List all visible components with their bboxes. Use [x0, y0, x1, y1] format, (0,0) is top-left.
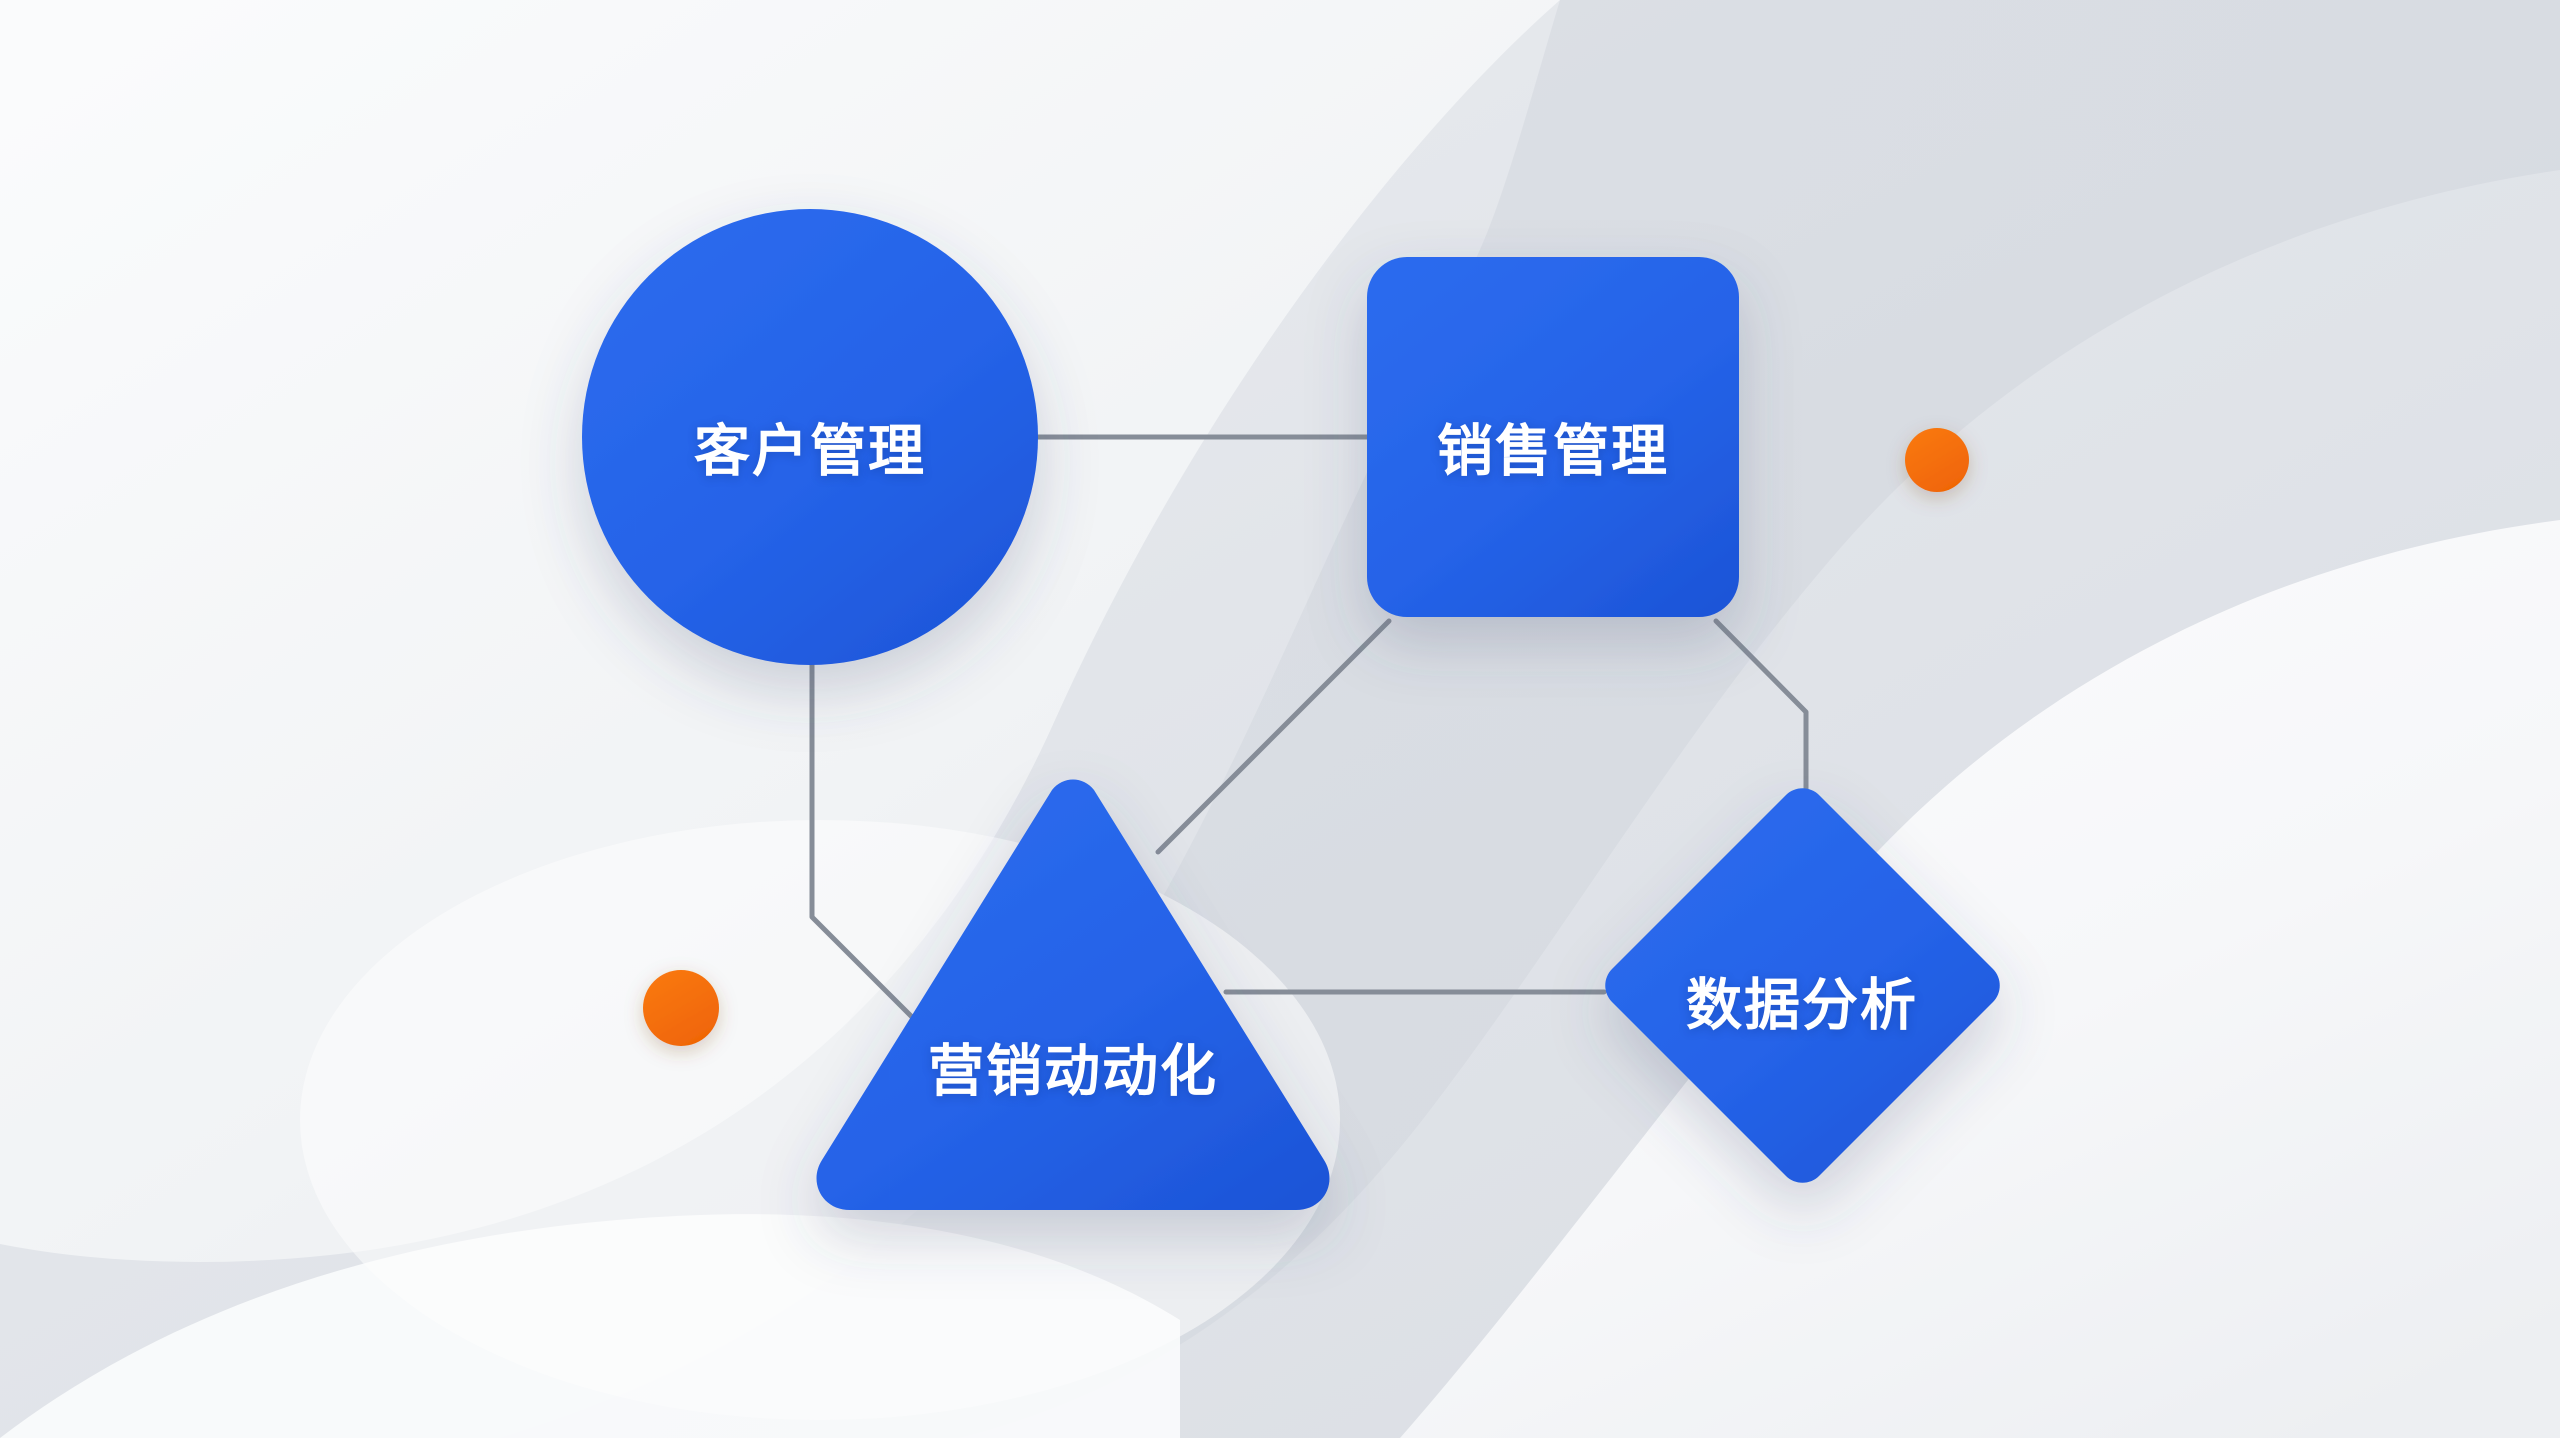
node-shape-analytics[interactable] — [1605, 788, 2000, 1183]
node-shape-marketing[interactable] — [816, 779, 1330, 1211]
node-shape-sales[interactable] — [1367, 257, 1739, 617]
connector-sales-marketing — [1155, 618, 1392, 855]
node-shape-customer[interactable] — [582, 209, 1038, 665]
connector-sales-analytics — [1713, 618, 1809, 803]
accent-dot-right-icon — [1905, 428, 1969, 492]
background-mid-band — [500, 0, 2560, 1438]
connector-customer-marketing — [809, 660, 938, 1043]
accent-layer — [643, 428, 1969, 1046]
connector-layer — [809, 434, 1809, 1043]
node-layer — [582, 209, 2000, 1210]
accent-dot-left-icon — [643, 970, 719, 1046]
